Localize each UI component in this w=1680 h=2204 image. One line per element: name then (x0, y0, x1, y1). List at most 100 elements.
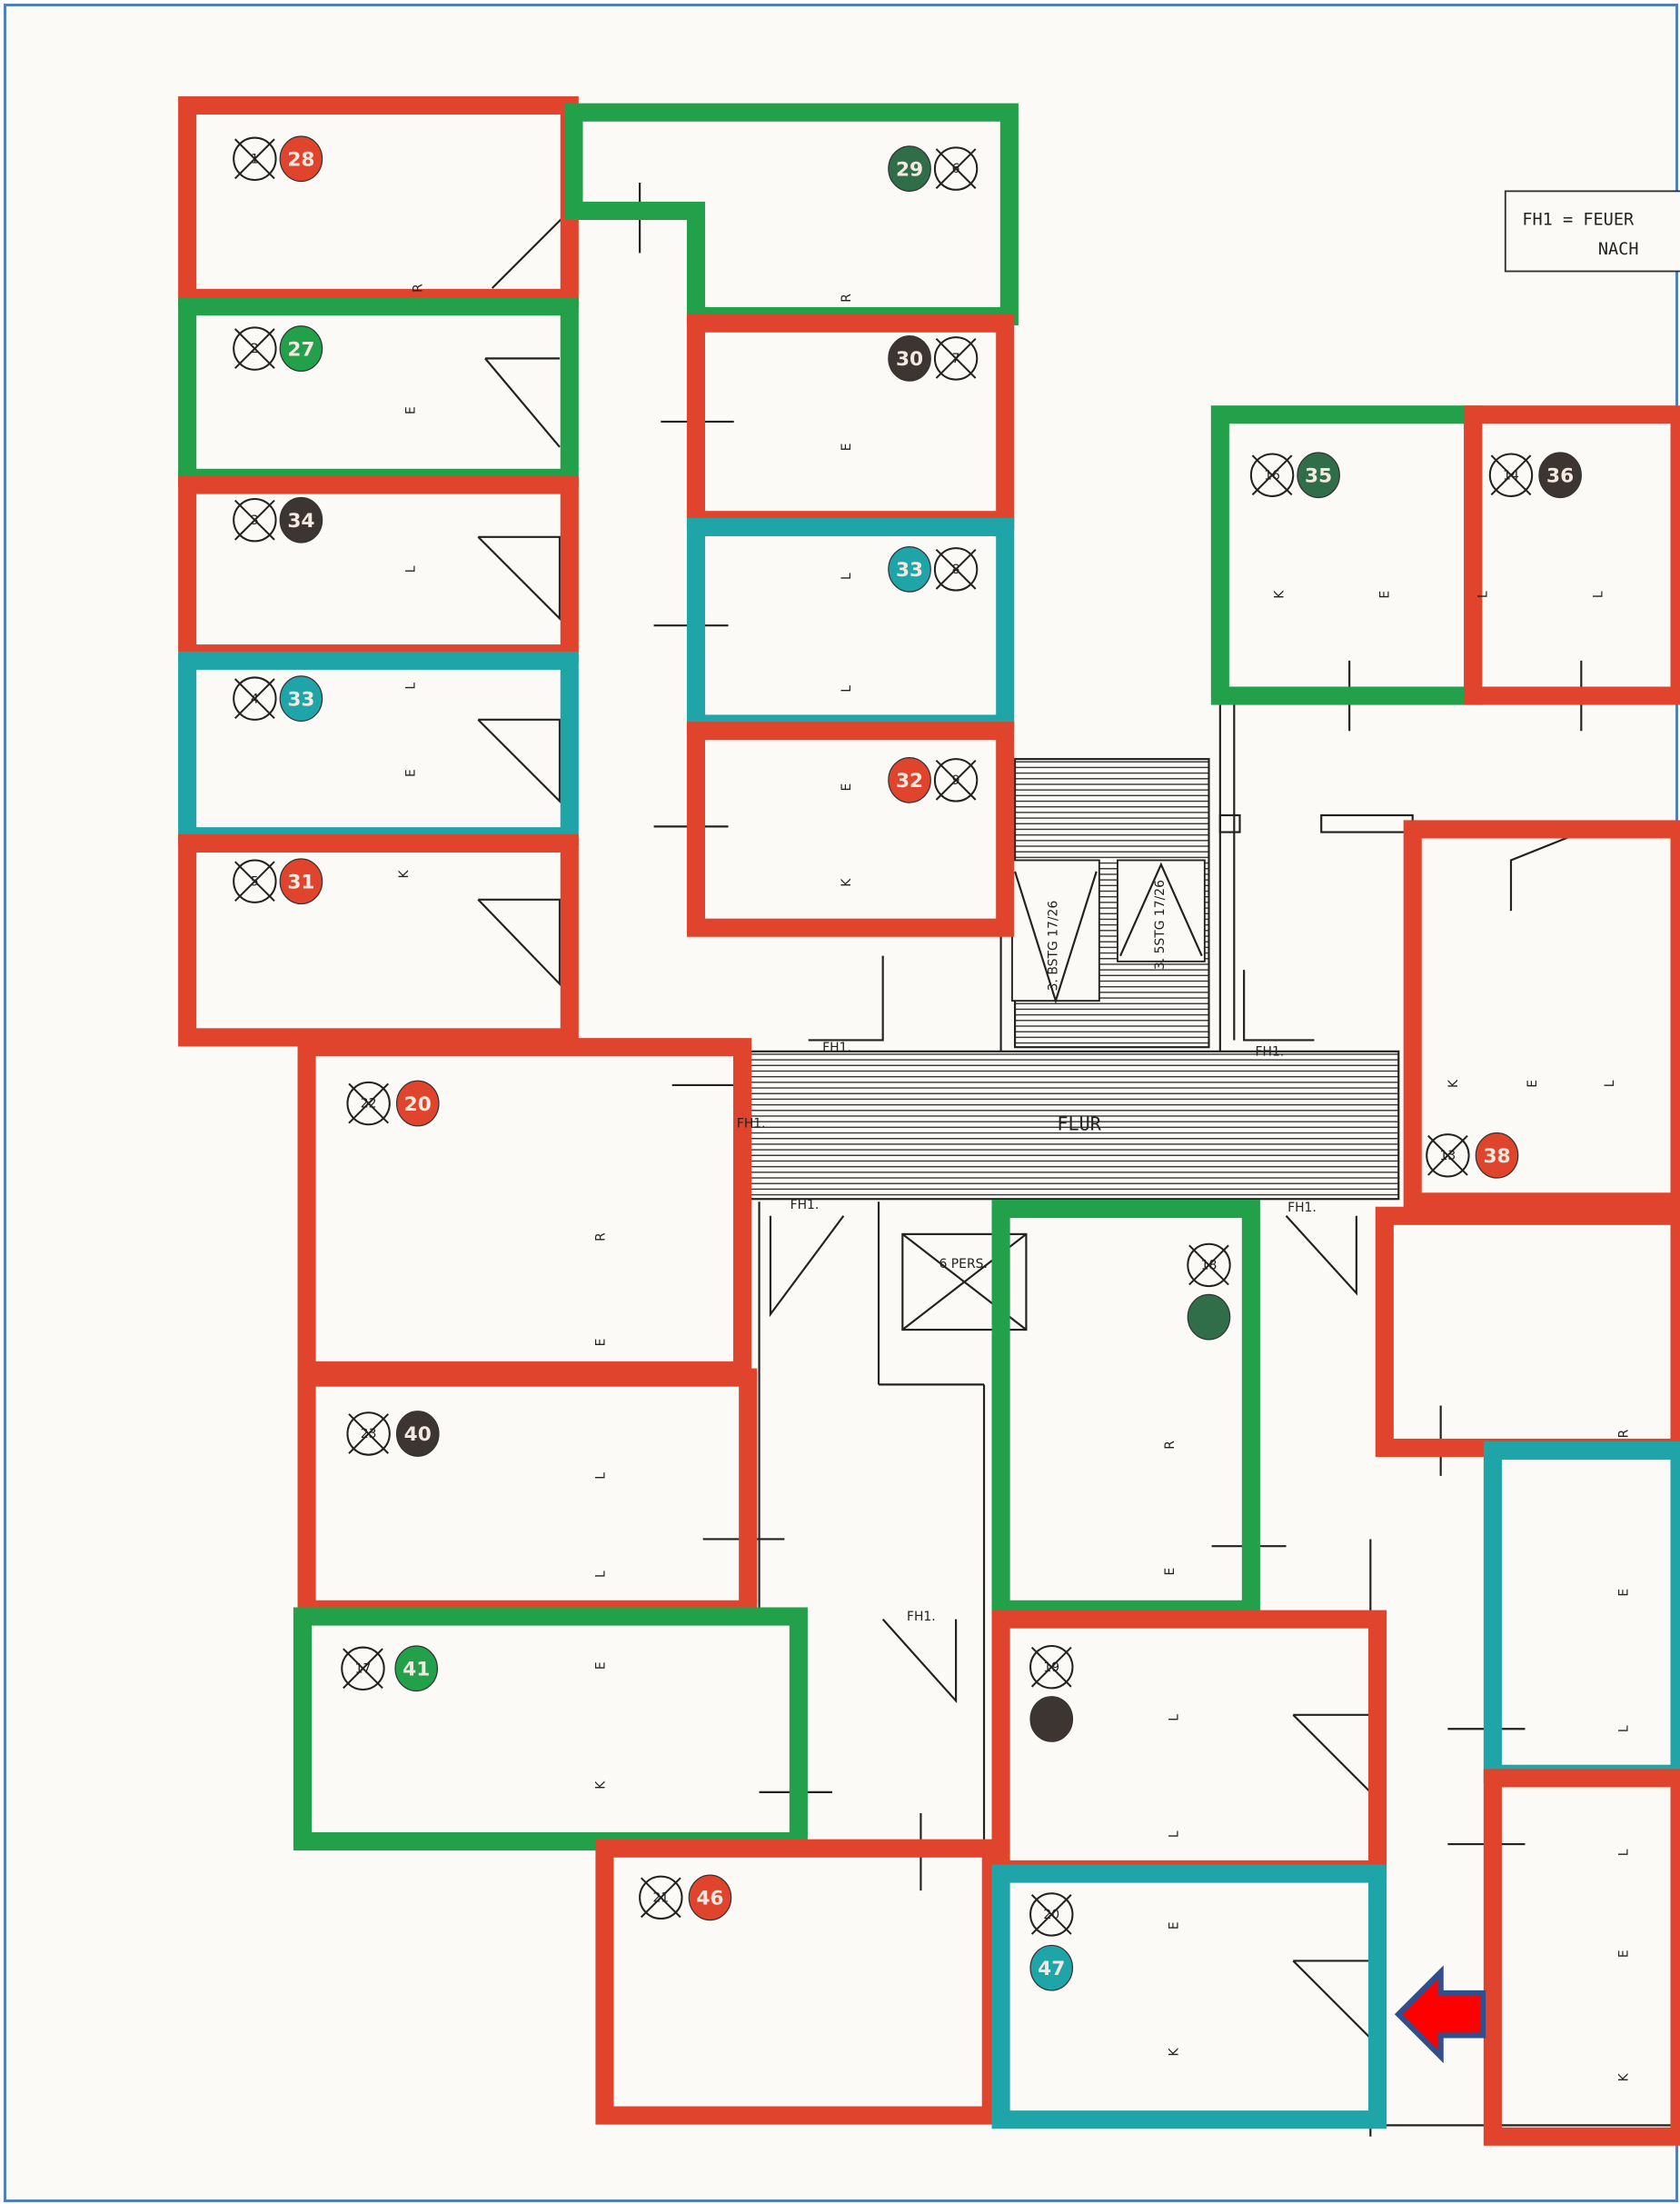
room-letter: K (593, 1780, 608, 1790)
room-letter: E (1616, 1950, 1631, 1958)
new-number-badge: 32 (888, 756, 931, 803)
room-letter: K (1272, 590, 1287, 599)
room-wall (178, 651, 579, 846)
new-number-badge: 34 (279, 496, 323, 544)
room: EK2047 (991, 1864, 1387, 2129)
old-number-crossed-icon: 16 (1249, 453, 1295, 497)
old-number-crossed-icon: 3 (233, 498, 277, 543)
old-number-crossed-icon: 23 (346, 1411, 391, 1456)
old-number-crossed-icon: 19 (1029, 1645, 1074, 1690)
room: EL (1483, 1441, 1680, 1783)
room: K 531 (178, 833, 579, 1047)
new-room-number: 32 (896, 770, 923, 793)
room-letter: R (1163, 1441, 1178, 1450)
new-number-badge (1029, 1696, 1074, 1742)
old-number-crossed-icon: 6 (933, 146, 979, 191)
old-number-crossed-icon: 4 (233, 676, 277, 721)
room-letter: E (593, 1339, 608, 1347)
fh1-label: FH1. (790, 1198, 820, 1212)
room-wall (1403, 820, 1680, 1212)
new-number-badge: 27 (279, 325, 323, 372)
room-wall (178, 297, 579, 487)
room: EK1741 (293, 1607, 808, 1851)
elevator-label: 6 PERS. (939, 1257, 988, 1272)
room-wall (595, 1839, 1000, 2125)
new-room-number: 38 (1483, 1145, 1510, 1168)
new-room-number: 20 (404, 1093, 432, 1116)
room-letter: K (1446, 1079, 1461, 1088)
new-room-number: 27 (287, 338, 314, 361)
old-number-crossed-icon: 1 (233, 136, 277, 181)
room-letter: L (1476, 591, 1491, 598)
new-room-number: 33 (896, 559, 923, 582)
new-room-number: 41 (403, 1658, 430, 1680)
new-room-number: 29 (896, 158, 923, 181)
new-number-badge: 40 (395, 1411, 440, 1457)
room-letter: K (1616, 2072, 1631, 2081)
room-wall (1464, 405, 1680, 705)
old-number-crossed-icon: 9 (933, 758, 979, 803)
room: R E 18 (991, 1199, 1260, 1619)
room-letter: R (840, 294, 854, 303)
room-letter: E (840, 783, 854, 792)
new-number-badge: 30 (888, 335, 931, 382)
new-number-badge: 28 (279, 135, 323, 183)
new-number-badge: 31 (279, 858, 323, 905)
room: LL833 (686, 517, 1015, 733)
stair-flights (1011, 859, 1206, 1004)
new-number-badge: 20 (395, 1080, 440, 1127)
room-letter: L (840, 573, 854, 580)
room: E K 9 32 (686, 722, 1015, 937)
new-number-badge (1187, 1293, 1231, 1341)
room-letter: L (1616, 1849, 1631, 1856)
room-letter: K (1167, 2048, 1181, 2057)
room-letter: E (840, 443, 854, 451)
room-wall (1375, 1206, 1680, 1458)
room: R (1375, 1206, 1680, 1458)
room-letter: R (411, 284, 425, 293)
room-letter: E (1377, 591, 1392, 599)
room-wall (686, 517, 1015, 733)
room-wall (1483, 1769, 1680, 2146)
stair-label-right: 3. 5STG 17/26 (1153, 880, 1168, 970)
old-number-crossed-icon: 20 (1029, 1892, 1074, 1937)
legend-box: FH1 = FEUER NACH (1504, 190, 1680, 273)
room-wall (991, 1864, 1387, 2129)
room-letter: L (404, 565, 419, 573)
new-number-badge: 36 (1538, 452, 1582, 499)
old-number-crossed-icon: 2 (233, 326, 277, 371)
room: L 3 34 (178, 475, 579, 663)
old-number-crossed-icon: 18 (1187, 1242, 1231, 1288)
room-letter: K (397, 870, 412, 879)
room-letter: E (1163, 1568, 1178, 1576)
flur-corridor (744, 1050, 1400, 1201)
old-number-crossed-icon: 7 (933, 336, 979, 381)
new-room-number: 34 (287, 510, 314, 533)
old-number-crossed-icon: 5 (233, 859, 277, 903)
room: LL1436 (1464, 405, 1680, 705)
room: L E K (1483, 1769, 1680, 2146)
new-room-number: 40 (404, 1423, 432, 1446)
new-number-badge: 41 (394, 1645, 439, 1692)
room-letter: L (1603, 1080, 1617, 1087)
room-letter: L (840, 685, 854, 693)
fh1-label: FH1. (907, 1610, 936, 1624)
new-number-badge: 46 (688, 1874, 732, 1921)
new-number-badge: 38 (1475, 1132, 1519, 1179)
room: E 2 27 (178, 297, 579, 487)
room-letter: K (840, 878, 854, 887)
room-wall (1483, 1441, 1680, 1783)
room: 2146 (595, 1839, 1000, 2125)
fh1-label: FH1. (737, 1116, 766, 1131)
old-number-crossed-icon: 17 (341, 1646, 385, 1690)
room-letter: E (404, 406, 419, 414)
room-letter: R (593, 1232, 608, 1242)
room: E 730 (686, 314, 1015, 530)
new-number-badge: 47 (1029, 1944, 1074, 1991)
room: RE2220 (297, 1038, 752, 1380)
room-wall (297, 1038, 752, 1380)
room: LE433 (178, 651, 579, 846)
room-wall (293, 1607, 808, 1851)
room-letter: E (1526, 1080, 1540, 1088)
